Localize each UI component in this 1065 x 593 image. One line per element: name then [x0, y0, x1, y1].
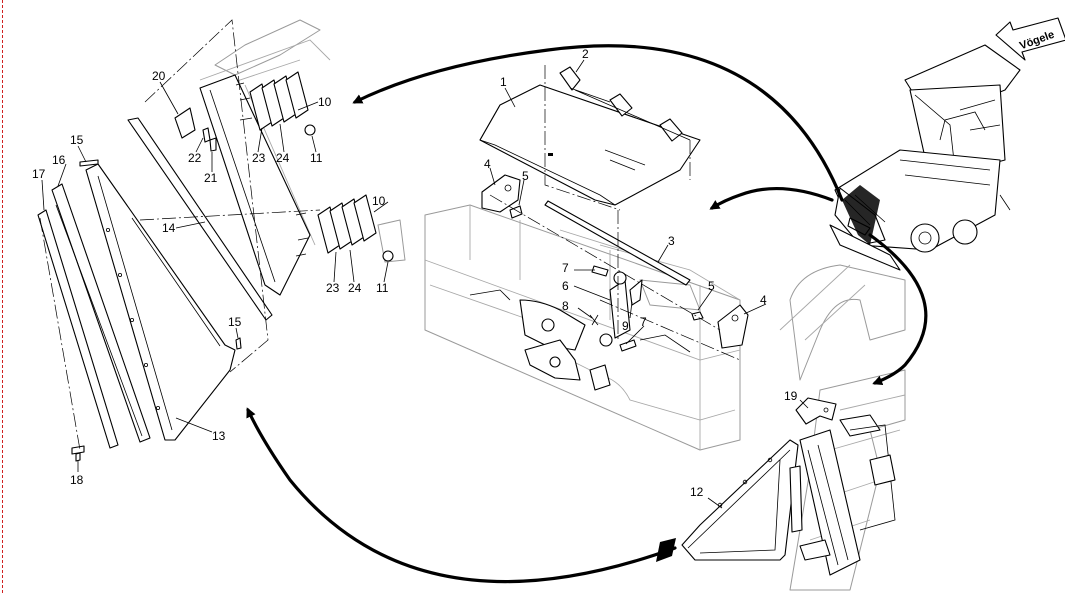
callout-14: 14	[162, 221, 176, 235]
callout-4b: 4	[760, 293, 767, 307]
arrow-tail-thick	[656, 538, 676, 562]
callout-5a: 5	[522, 169, 529, 183]
callout-8: 8	[562, 299, 569, 313]
part-4-bracket-right	[717, 304, 749, 349]
callout-16: 16	[52, 153, 66, 167]
part-12-side-plate	[681, 439, 803, 561]
arrow-origin-thick	[842, 185, 880, 245]
left-rail-assembly	[199, 74, 311, 296]
callout-4a: 4	[484, 157, 491, 171]
upper-clamp-set	[235, 71, 316, 136]
page-margin-line	[2, 0, 3, 593]
leader-lines	[41, 59, 809, 509]
left-alignment-lines	[39, 19, 321, 451]
callout-17: 17	[32, 167, 46, 181]
part-17-panel	[37, 209, 119, 449]
callout-23b: 23	[326, 281, 340, 295]
part-18-bolt	[71, 445, 85, 462]
callout-10a: 10	[318, 95, 332, 109]
part-8-9-clip	[589, 279, 643, 326]
callout-5b: 5	[708, 279, 715, 293]
callout-labels: 1 2 3 4 5 4 5 6 7 7 8 9 10 11 23 24 10 1…	[32, 47, 798, 499]
callout-1: 1	[500, 75, 507, 89]
arrow-to-upper-left	[352, 44, 844, 202]
sequence-arrows	[246, 44, 928, 584]
part-7-pins	[591, 265, 637, 352]
screed-body-ghost	[424, 204, 741, 451]
part-13-triangle-plate	[85, 163, 236, 441]
part-5-bolts	[509, 205, 704, 321]
part-14-strip	[127, 117, 273, 321]
part-20-22-bracket	[174, 107, 217, 152]
callout-18: 18	[70, 473, 84, 487]
voegele-logo: Vögele	[995, 17, 1065, 61]
callout-13: 13	[212, 429, 226, 443]
callout-23a: 23	[252, 151, 266, 165]
callout-24a: 24	[276, 151, 290, 165]
callout-15b: 15	[228, 315, 242, 329]
callout-24b: 24	[348, 281, 362, 295]
callout-22: 22	[188, 151, 202, 165]
callout-7a: 7	[562, 261, 569, 275]
part-3-rod	[544, 200, 691, 286]
callout-12: 12	[690, 485, 704, 499]
part-4-bracket-left	[481, 174, 521, 213]
callout-6: 6	[562, 279, 569, 293]
callout-10b: 10	[372, 194, 386, 208]
paver-machine-illustration	[829, 44, 1021, 271]
callout-11b: 11	[376, 281, 389, 295]
callout-2: 2	[582, 47, 589, 61]
machine-side-frame	[779, 264, 906, 591]
callout-19: 19	[784, 389, 798, 403]
callout-11a: 11	[310, 151, 323, 165]
lower-clamp-set	[295, 194, 394, 262]
part-2-rollers	[559, 66, 691, 142]
callout-20: 20	[152, 69, 166, 83]
callout-21: 21	[204, 171, 218, 185]
callout-9: 9	[622, 319, 629, 333]
callout-3: 3	[668, 234, 675, 248]
part-1-cover-plate	[479, 84, 701, 206]
arrow-to-lower-right	[868, 233, 928, 386]
callout-7b: 7	[640, 315, 647, 329]
part-6-cylinder	[599, 271, 631, 347]
part-15-pins	[79, 159, 242, 350]
alignment-centerlines	[489, 65, 741, 361]
part-16-panel	[51, 183, 151, 443]
arrow-to-center	[709, 187, 834, 210]
callout-15a: 15	[70, 133, 84, 147]
arrow-to-lower-left	[246, 407, 677, 584]
part-19-bracket	[795, 397, 837, 425]
